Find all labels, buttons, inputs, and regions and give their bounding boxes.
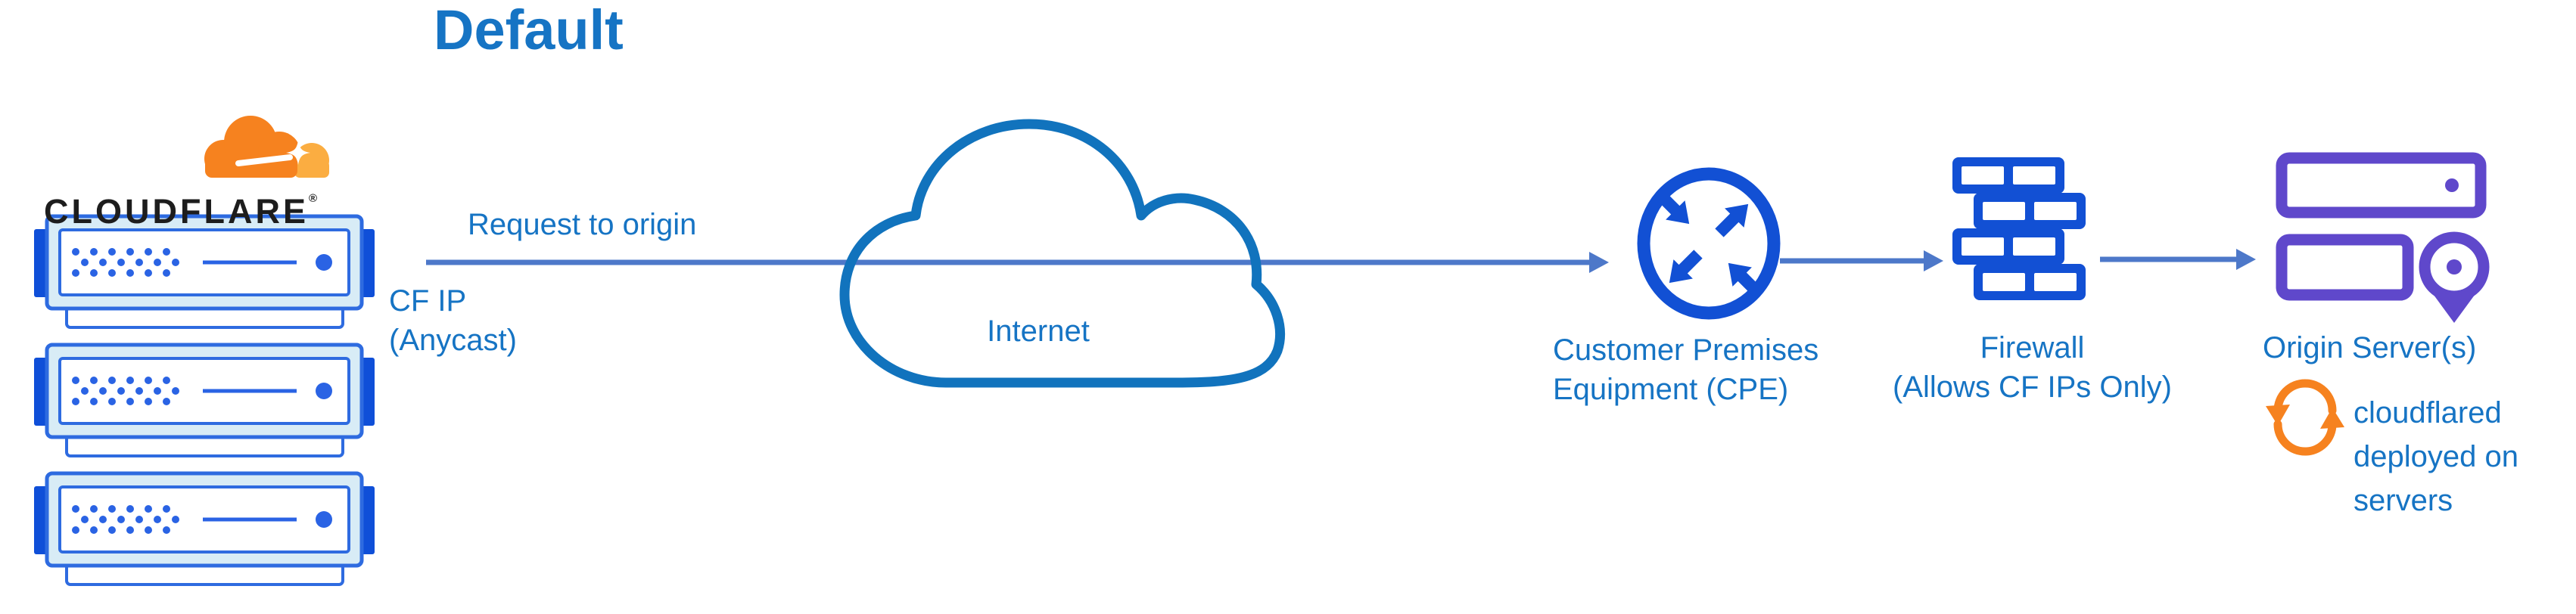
firewall-label-line1: Firewall [1980,331,2085,364]
internet-label: Internet [987,315,1090,348]
cf-ip-label: CF IP (Anycast) [389,281,517,360]
cloudflared-note-line2: deployed on [2354,440,2518,473]
request-arrow [426,252,1609,273]
cloudflared-note-line1: cloudflared [2354,396,2502,429]
edge-server-icon [34,216,375,327]
sync-arrows-icon [2266,379,2344,456]
registered-mark: ® [308,192,318,205]
cf-ip-label-line1: CF IP [389,284,467,318]
origin-label: Origin Server(s) [2263,331,2477,364]
location-pin-icon [2419,231,2490,323]
edge-server-icon [34,345,375,456]
cpe-label: Customer Premises Equipment (CPE) [1553,330,1818,409]
cf-ip-label-line2: (Anycast) [389,324,517,357]
cpe-to-firewall-arrow [1780,250,1943,271]
cloudflared-note-line3: servers [2354,484,2453,517]
cloudflare-wordmark: CLOUDFLARE® [44,181,317,229]
edge-server-icon [34,473,375,585]
cloudflare-wordmark-text: CLOUDFLARE [44,192,309,231]
origin-servers-icon [2276,152,2490,323]
page-title: Default [434,0,624,61]
firewall-label: Firewall (Allows CF IPs Only) [1860,328,2204,407]
cpe-router-icon [1637,167,1781,320]
cloudflare-cloud-icon [204,116,329,178]
cloudflared-note: cloudflared deployed on servers [2354,391,2518,523]
firewall-to-origin-arrow [2100,249,2256,270]
firewall-icon [1952,157,2086,300]
edge-server-stack [34,216,375,585]
internet-cloud-icon [839,119,1285,388]
cpe-label-line2: Equipment (CPE) [1553,373,1789,406]
request-label: Request to origin [468,208,697,241]
cpe-label-line1: Customer Premises [1553,333,1819,367]
firewall-label-line2: (Allows CF IPs Only) [1893,371,2172,404]
